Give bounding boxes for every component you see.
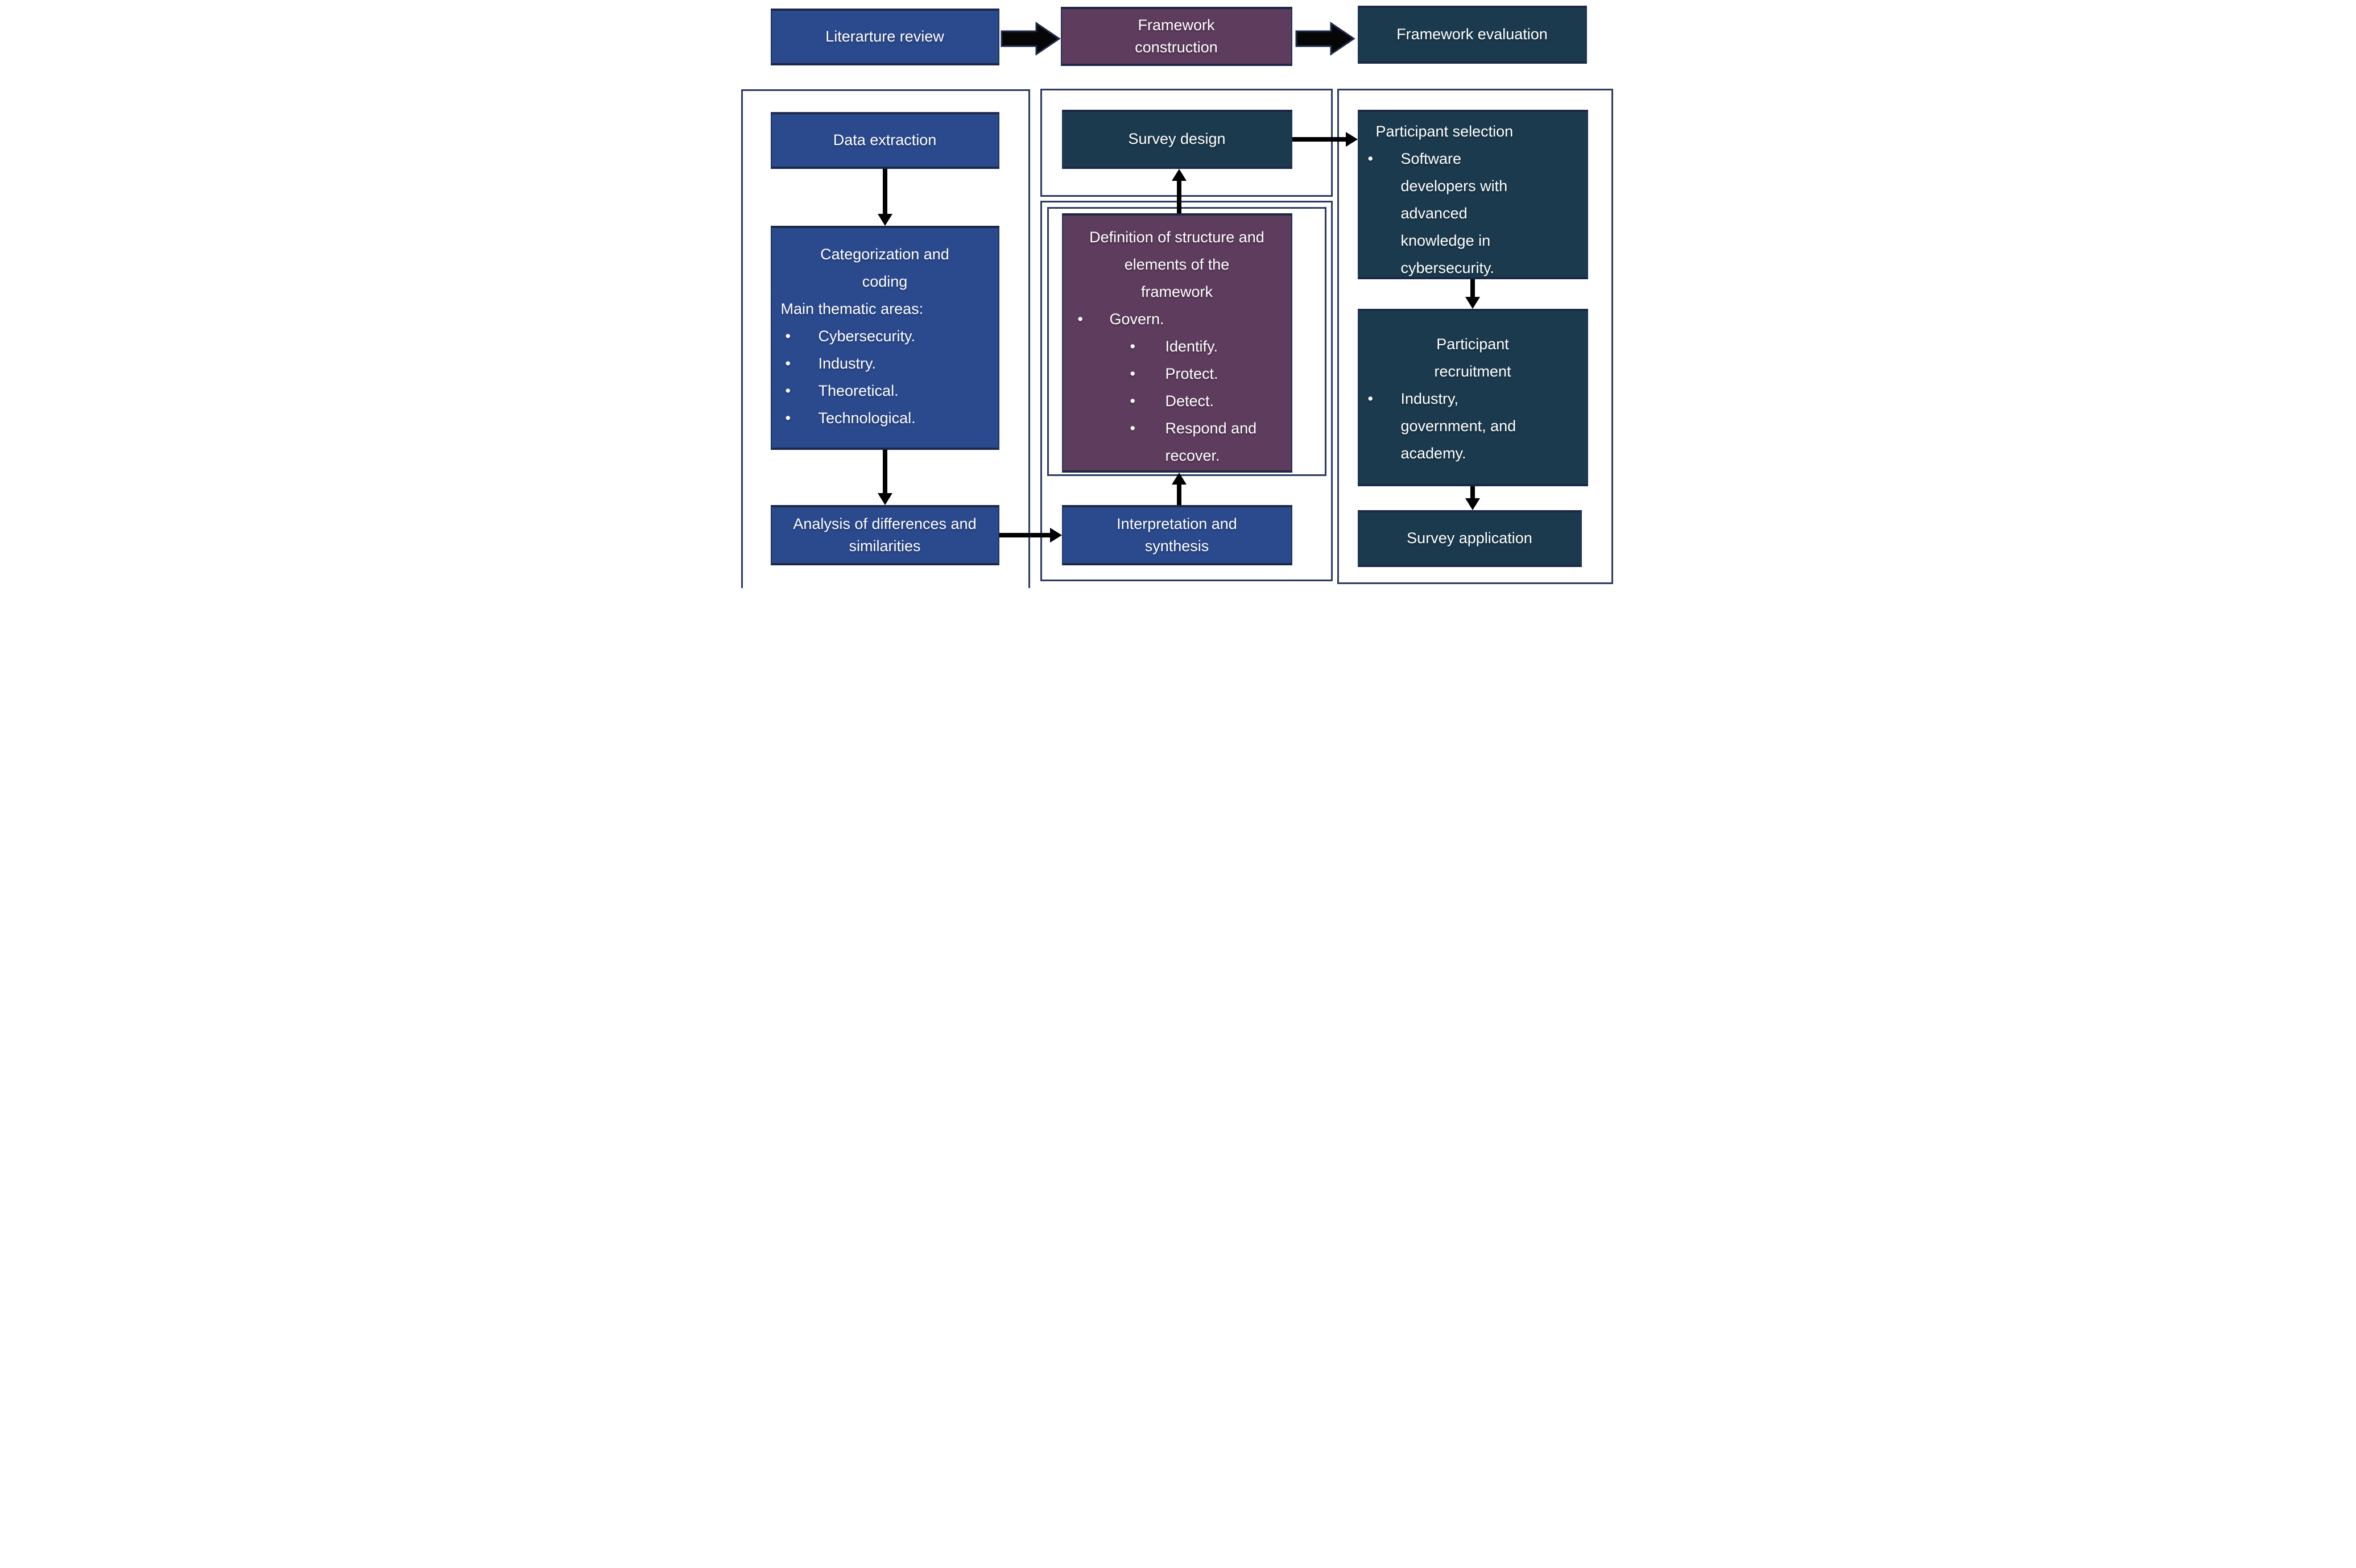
definition-box: Definition of structure and elements of … — [1061, 213, 1292, 473]
participant-recruitment-title: Participant recruitment — [1434, 336, 1511, 380]
function-label: Detect. — [1165, 392, 1214, 409]
function-label: Govern. — [1109, 311, 1164, 328]
data-extraction-label: Data extraction — [833, 131, 937, 149]
methodology-flowchart: Literarture review Framework constructio… — [736, 0, 1620, 588]
thematic-area-label: Industry. — [818, 355, 877, 372]
list-item: • Identify. — [1063, 333, 1291, 360]
bullet-icon: • — [785, 328, 791, 345]
literature-review-panel — [741, 89, 1030, 588]
list-item: • Software developers with advanced know… — [1359, 145, 1587, 282]
arrow-definition-to-survey — [1171, 169, 1187, 213]
thematic-area-label: Theoretical. — [818, 382, 899, 399]
bullet-icon: • — [1130, 420, 1135, 437]
list-item: • Cybersecurity. — [772, 322, 998, 350]
framework-construction-box: Framework construction — [1060, 7, 1292, 66]
list-item: • Respond and recover. — [1063, 415, 1291, 469]
analysis-label: Analysis of differences and similarities — [793, 515, 977, 555]
list-item: • Govern. — [1063, 305, 1291, 333]
survey-application-box: Survey application — [1357, 510, 1582, 567]
participant-selection-title: Participant selection — [1375, 123, 1514, 140]
bullet-icon: • — [785, 409, 791, 427]
arrow-categorization-to-analysis — [877, 450, 892, 505]
interpretation-box: Interpretation and synthesis — [1061, 505, 1292, 565]
selection-criteria-label: Software developers with advanced knowle… — [1400, 150, 1508, 276]
arrow-extraction-to-categorization — [877, 169, 892, 226]
analysis-box: Analysis of differences and similarities — [770, 505, 999, 565]
survey-design-box: Survey design — [1061, 110, 1292, 169]
list-item: • Protect. — [1063, 360, 1291, 387]
list-item: • Industry, government, and academy. — [1359, 385, 1587, 467]
survey-design-panel — [1040, 89, 1333, 197]
list-item: • Industry. — [772, 350, 998, 377]
literature-review-box: Literarture review — [770, 9, 999, 65]
bullet-icon: • — [1367, 150, 1373, 167]
participant-selection-box: Participant selection • Software develop… — [1357, 110, 1588, 282]
arrow-recruitment-to-application — [1465, 486, 1480, 510]
bullet-icon: • — [1367, 390, 1373, 407]
list-item: • Theoretical. — [772, 377, 998, 404]
bullet-icon: • — [785, 355, 791, 372]
framework-evaluation-label: Framework evaluation — [1396, 26, 1548, 43]
function-label: Protect. — [1165, 365, 1218, 382]
framework-construction-panel — [1040, 201, 1333, 581]
bullet-icon: • — [1130, 365, 1135, 382]
interpretation-label: Interpretation and synthesis — [1117, 515, 1237, 555]
list-item: • Technological. — [772, 404, 998, 432]
categorization-title: Categorization and coding — [820, 246, 949, 290]
evaluation-panel — [1337, 89, 1613, 584]
arrow-interpretation-to-definition — [1171, 473, 1187, 505]
recruitment-sources-label: Industry, government, and academy. — [1400, 390, 1516, 462]
definition-inner-panel — [1047, 207, 1326, 476]
thematic-area-label: Cybersecurity. — [818, 328, 916, 345]
framework-evaluation-box: Framework evaluation — [1357, 6, 1587, 64]
categorization-box: Categorization and coding Main thematic … — [770, 226, 999, 450]
arrow-construction-to-evaluation — [1295, 22, 1355, 56]
participant-recruitment-box: Participant recruitment • Industry, gove… — [1357, 309, 1588, 486]
arrow-survey-to-selection — [1292, 132, 1358, 147]
bullet-icon: • — [1077, 311, 1083, 328]
thematic-area-label: Technological. — [818, 409, 916, 427]
bullet-icon: • — [785, 382, 791, 399]
list-item: • Detect. — [1063, 387, 1291, 415]
data-extraction-box: Data extraction — [770, 112, 999, 169]
arrow-literature-to-construction — [1001, 22, 1061, 56]
survey-design-label: Survey design — [1128, 130, 1226, 148]
function-label: Identify. — [1165, 338, 1218, 355]
literature-review-label: Literarture review — [825, 28, 944, 45]
framework-construction-label: Framework construction — [1135, 16, 1218, 56]
bullet-icon: • — [1130, 392, 1135, 409]
function-label: Respond and recover. — [1165, 420, 1257, 464]
bullet-icon: • — [1130, 338, 1135, 355]
arrow-selection-to-recruitment — [1465, 279, 1480, 309]
categorization-subtitle: Main thematic areas: — [780, 300, 924, 317]
arrow-analysis-to-interpretation — [999, 528, 1062, 543]
survey-application-label: Survey application — [1407, 529, 1532, 547]
definition-title: Definition of structure and elements of … — [1089, 229, 1264, 300]
